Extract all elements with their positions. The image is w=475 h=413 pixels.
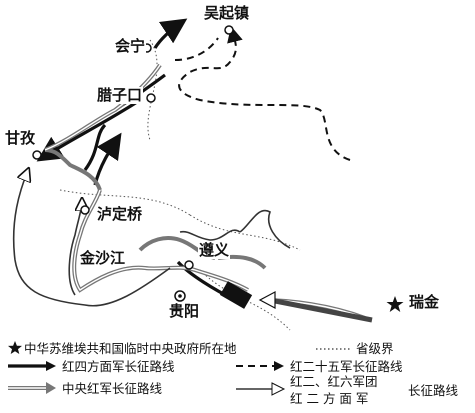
legend-central-label: 中央红军长征路线 [62, 381, 163, 396]
ganzi-marker [32, 150, 42, 160]
legend-red4-label: 红四方面军长征路线 [62, 359, 175, 374]
wuqizhen-marker [224, 25, 234, 35]
place-lazikou: 腊子口 [96, 86, 144, 104]
red2-6-route [12, 170, 291, 307]
ruijin-arrowhead [258, 291, 276, 309]
place-ludingqiao: 泸定桥 [96, 205, 144, 223]
guiyang-block [219, 281, 253, 309]
legend-central-icon [8, 382, 56, 394]
place-jinshajiang: 金沙江 [79, 249, 127, 267]
red25-route [174, 26, 351, 161]
central-route [44, 63, 366, 320]
ludingqiao-marker [80, 205, 90, 215]
guiyang-center [178, 294, 182, 298]
place-ruijin: 瑞金 [408, 293, 441, 311]
legend-star-icon [8, 341, 22, 354]
ruijin-route [269, 297, 373, 323]
legend-border-icon [316, 348, 350, 350]
place-guiyang: 贵阳 [168, 302, 201, 320]
legend-capital-label: 中华苏维埃共和国临时中央政府所在地 [24, 341, 237, 356]
legend-red2-6-icon [236, 382, 286, 396]
lazikou-marker [146, 93, 156, 103]
place-wuqizhen: 吴起镇 [203, 4, 251, 22]
place-ganzi: 甘孜 [4, 129, 37, 147]
legend-red4-icon [8, 361, 56, 371]
legend-red25-label: 红二十五军长征路线 [290, 359, 403, 374]
place-zunyi: 遵义 [198, 241, 231, 259]
legend-red2-6-line2: 红 二 方 面 军 [290, 391, 369, 406]
legend-red2-6-suffix: 长征路线 [408, 383, 459, 398]
zunyi-marker [184, 260, 194, 270]
provincial-borders [59, 39, 301, 331]
legend-red2-6-line1: 红二、红六军团 [290, 374, 378, 389]
place-huining: 会宁 [114, 37, 147, 55]
legend-red25-icon [236, 361, 284, 371]
legend-border-label: 省级界 [356, 341, 394, 356]
ruijin-star-icon [386, 296, 404, 312]
